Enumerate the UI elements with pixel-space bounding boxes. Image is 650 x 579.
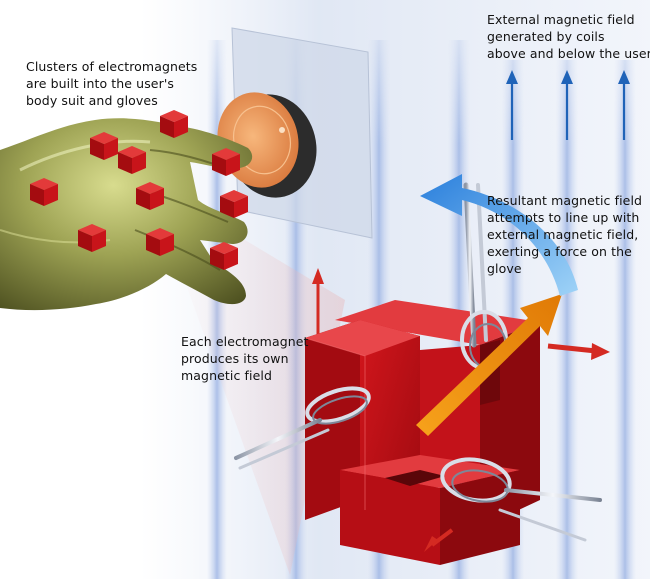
electromagnet-cube-icon bbox=[210, 242, 238, 270]
caption-resultant-field: Resultant magnetic field attempts to lin… bbox=[487, 192, 642, 277]
caption-line: magnetic field bbox=[181, 368, 272, 383]
wire-coil-icon bbox=[305, 386, 371, 424]
caption-clusters: Clusters of electromagnets are built int… bbox=[26, 58, 197, 109]
wire bbox=[504, 488, 602, 502]
electromagnet-cube-icon bbox=[146, 228, 174, 256]
electromagnet-cube-icon bbox=[90, 132, 118, 160]
force-arrow-icon bbox=[424, 528, 454, 552]
electromagnet-cube-icon bbox=[118, 146, 146, 174]
glove-hand-icon bbox=[0, 118, 253, 311]
field-line bbox=[614, 60, 636, 579]
electromagnet-cube-icon bbox=[78, 224, 106, 252]
caption-external-field: External magnetic field generated by coi… bbox=[487, 11, 650, 62]
magnet-field-arrow-icon bbox=[312, 268, 324, 340]
electromagnet-cube-icon bbox=[220, 190, 248, 218]
caption-line: External magnetic field bbox=[487, 12, 635, 27]
caption-line: exerting a force on the bbox=[487, 244, 632, 259]
caption-line: attempts to line up with bbox=[487, 210, 640, 225]
caption-line: above and below the user bbox=[487, 46, 650, 61]
caption-line: are built into the user's bbox=[26, 76, 174, 91]
caption-line: produces its own bbox=[181, 351, 289, 366]
up-arrow-icon bbox=[506, 70, 518, 140]
rotation-arrow-icon bbox=[420, 174, 578, 296]
caption-line: external magnetic field, bbox=[487, 227, 639, 242]
connection-beam bbox=[178, 240, 345, 575]
up-arrow-icon bbox=[561, 70, 573, 140]
electromagnet-cube-icon bbox=[136, 182, 164, 210]
wire bbox=[238, 428, 330, 470]
wire bbox=[234, 418, 322, 460]
resultant-field-arrow-icon bbox=[416, 294, 562, 436]
wire bbox=[476, 183, 488, 342]
wire bbox=[498, 508, 587, 542]
caption-line: body suit and gloves bbox=[26, 93, 158, 108]
caption-line: Each electromagnet bbox=[181, 334, 309, 349]
caption-line: glove bbox=[487, 261, 522, 276]
force-arrow-icon bbox=[547, 343, 610, 360]
caption-line: Resultant magnetic field bbox=[487, 193, 643, 208]
caption-each-electromagnet: Each electromagnet produces its own magn… bbox=[181, 333, 309, 384]
glove-electromagnets bbox=[30, 110, 248, 270]
external-field-arrows bbox=[506, 70, 630, 140]
electromagnet-cube-icon bbox=[160, 110, 188, 138]
field-line bbox=[556, 60, 578, 579]
wire-coils bbox=[234, 182, 602, 542]
up-arrow-icon bbox=[618, 70, 630, 140]
caption-line: generated by coils bbox=[487, 29, 605, 44]
caption-line: Clusters of electromagnets bbox=[26, 59, 198, 74]
electromagnet-cube-icon bbox=[212, 148, 240, 176]
electromagnet-core-icon bbox=[304, 300, 540, 565]
electromagnet-cube-icon bbox=[30, 178, 58, 206]
